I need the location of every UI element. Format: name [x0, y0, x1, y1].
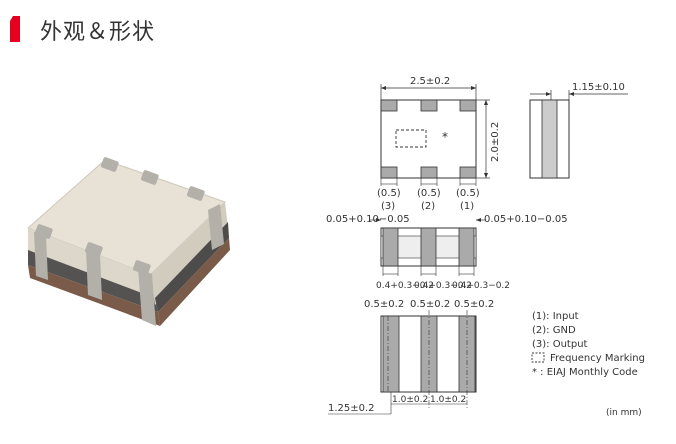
frequency-marking-icon: [531, 352, 545, 363]
top-view: 2.5±0.2 * 2.0±0.2 (0.5) (0.5) (0.5) (3) …: [377, 76, 501, 212]
pitch-1: 1.0±0.2: [392, 395, 428, 405]
pad-width-3: (0.5): [377, 188, 401, 199]
term-width-2: 0.5±0.2: [410, 299, 450, 310]
header-accent-mark: [10, 16, 20, 42]
gap-left-label: 0.05+0.10−0.05: [326, 214, 410, 225]
legend-output: (3): Output: [532, 339, 588, 350]
legend: (1): Input (2): GND (3): Output Frequenc…: [531, 311, 645, 418]
top-height-label: 2.0±0.2: [490, 122, 501, 162]
legend-gnd: (2): GND: [532, 325, 576, 336]
legend-input: (1): Input: [532, 311, 579, 322]
eiaj-mark: *: [442, 130, 448, 144]
component-photo: [27, 157, 230, 326]
land-width-2: 0.4+0.3−0.2: [414, 281, 472, 291]
pad-width-1: (0.5): [456, 188, 480, 199]
top-width-label: 2.5±0.2: [410, 76, 450, 87]
legend-eiaj: * : EIAJ Monthly Code: [532, 367, 638, 378]
middle-view: 0.05+0.10−0.05 0.05+0.10−0.05 0.4+0.3−0.…: [326, 214, 568, 291]
term-width-1: 0.5±0.2: [364, 299, 404, 310]
pad-number-1: (1): [460, 201, 474, 212]
pad-number-2: (2): [421, 201, 435, 212]
term-width-3: 0.5±0.2: [454, 299, 494, 310]
pad-number-3: (3): [381, 201, 395, 212]
land-width-1: 0.4+0.3−0.2: [376, 281, 434, 291]
side-thickness-label: 1.15±0.10: [572, 82, 625, 93]
land-width-3: 0.4+0.3−0.2: [452, 281, 510, 291]
pad-width-2: (0.5): [417, 188, 441, 199]
page-title: 外观＆形状: [40, 20, 156, 45]
side-view: 1.15±0.10: [529, 82, 628, 179]
gap-right-label: 0.05+0.10−0.05: [484, 214, 568, 225]
offset-label: 1.25±0.2: [328, 403, 375, 414]
dimension-drawing: 2.5±0.2 * 2.0±0.2 (0.5) (0.5) (0.5) (3) …: [326, 76, 645, 418]
legend-frequency: Frequency Marking: [550, 353, 645, 364]
bottom-view: 0.5±0.2 0.5±0.2 0.5±0.2 1.25±0.2 1.0±0.2…: [328, 299, 494, 415]
pitch-2: 1.0±0.2: [430, 395, 466, 405]
units-note: (in mm): [606, 408, 642, 418]
